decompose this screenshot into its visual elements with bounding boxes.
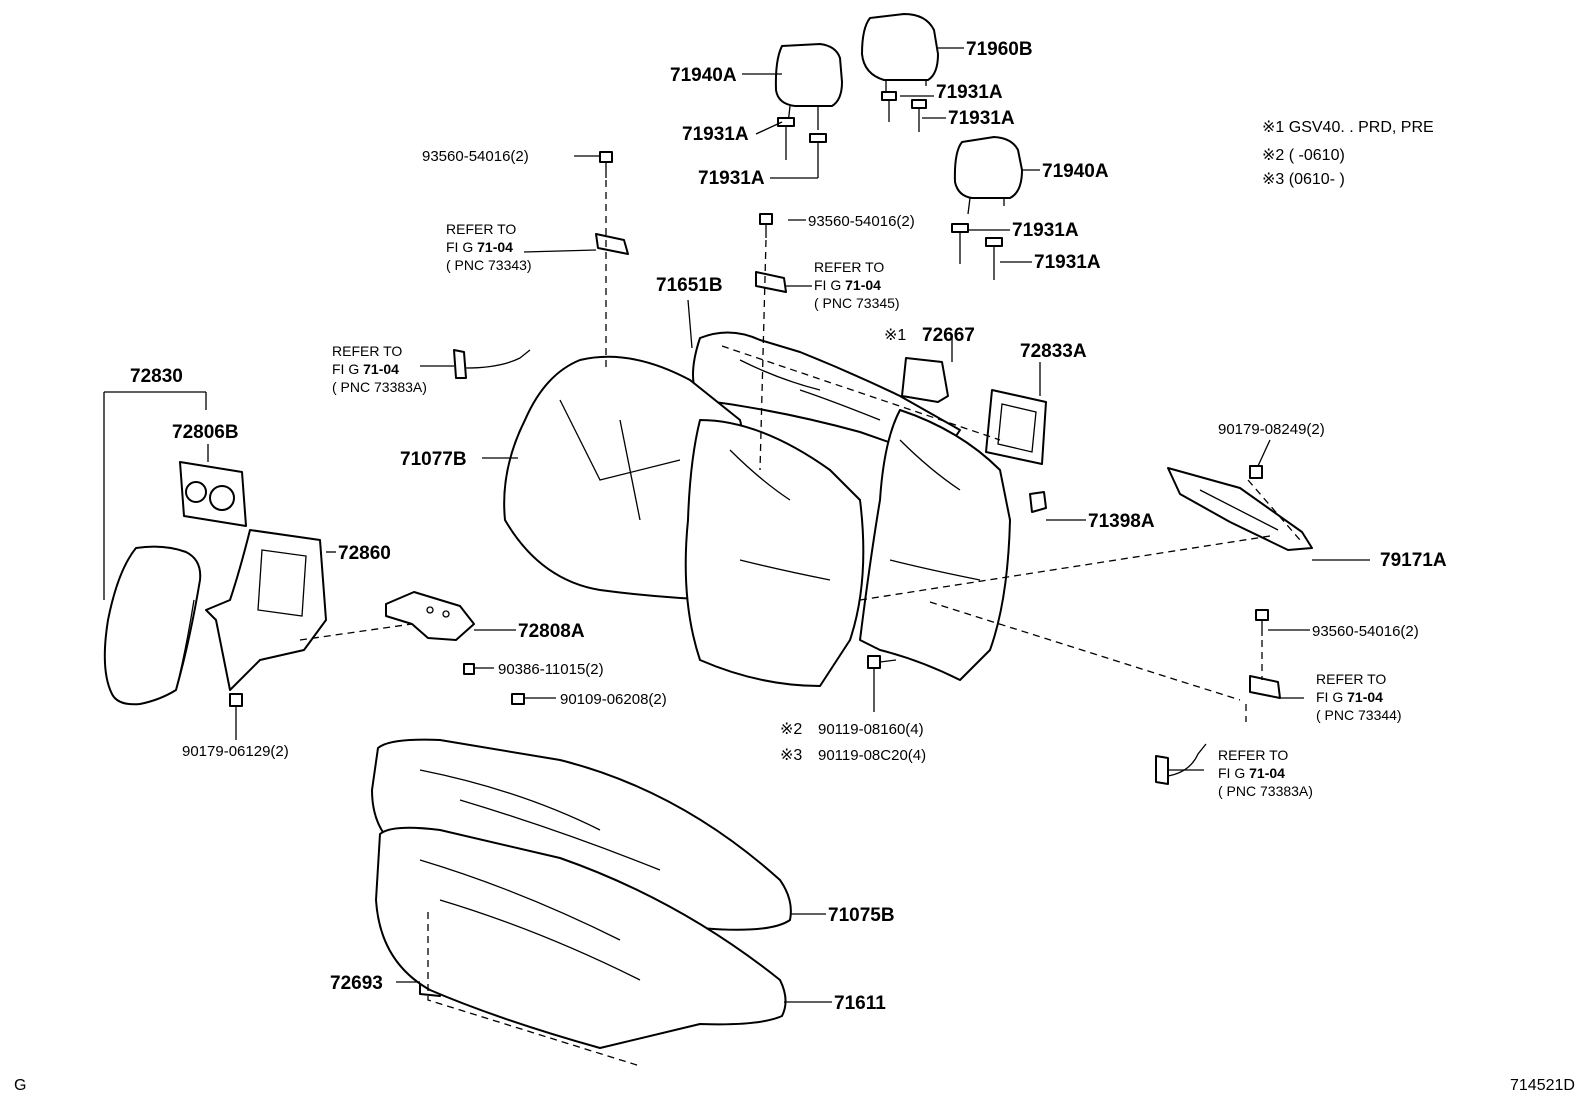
label-71940A-right: 71940A: [1042, 161, 1109, 182]
label-90179-08249: 90179-08249(2): [1218, 421, 1325, 438]
label-71931A-6: 71931A: [1034, 252, 1101, 273]
svg-text:FI G 71-04: FI G 71-04: [446, 239, 513, 255]
svg-text:( PNC 73344): ( PNC 73344): [1316, 707, 1402, 723]
bracket-73344[interactable]: [1249, 675, 1281, 699]
svg-text:FI G 71-04: FI G 71-04: [814, 277, 881, 293]
label-90386: 90386-11015(2): [498, 661, 604, 678]
armrest-frame-72860[interactable]: [205, 529, 327, 691]
label-71651B: 71651B: [656, 275, 723, 296]
seatback-center[interactable]: [684, 419, 865, 687]
headrest-71940A-right[interactable]: [953, 136, 1023, 215]
mark-2: ※2: [780, 721, 802, 738]
seatbelt-guide-79171A[interactable]: [1167, 467, 1313, 551]
label-90119-08160: 90119-08160(4): [818, 721, 924, 738]
headrest-guide-6[interactable]: [985, 237, 1003, 280]
label-72830: 72830: [130, 366, 183, 387]
label-90109: 90109-06208(2): [560, 691, 667, 708]
label-72806B: 72806B: [172, 422, 239, 443]
label-71931A-4: 71931A: [698, 168, 765, 189]
headrest-71960B[interactable]: [861, 13, 939, 94]
bolt-93560-mid[interactable]: [759, 213, 773, 238]
label-93560-right: 93560-54016(2): [1312, 623, 1419, 640]
refer-to-73343: REFER TO FI G 71-04 ( PNC 73343): [446, 221, 532, 273]
label-90119-08C20: 90119-08C20(4): [818, 747, 926, 764]
headrest-guide-3[interactable]: [881, 91, 897, 122]
bracket-73343[interactable]: [595, 233, 629, 255]
svg-text:※3 (0610- ): ※3 (0610- ): [1262, 171, 1345, 188]
harness-73383A-right[interactable]: [1155, 743, 1207, 785]
armrest-72830[interactable]: [103, 545, 202, 706]
label-71940A-top: 71940A: [670, 65, 737, 86]
svg-text:REFER TO: REFER TO: [332, 343, 402, 359]
headrest-71940A-top[interactable]: [774, 43, 843, 130]
headrest-guide-2[interactable]: [809, 133, 827, 178]
armrest-hinge-72808A[interactable]: [385, 591, 475, 641]
mark-1: ※1: [884, 327, 906, 344]
cup-holder-72806B[interactable]: [179, 461, 247, 527]
label-93560-top: 93560-54016(2): [422, 148, 529, 165]
svg-text:( PNC 73383A): ( PNC 73383A): [332, 379, 427, 395]
label-79171A: 79171A: [1380, 550, 1447, 571]
bolt-90119[interactable]: [867, 655, 897, 669]
label-72860: 72860: [338, 543, 391, 564]
svg-text:REFER TO: REFER TO: [814, 259, 884, 275]
label-72808A: 72808A: [518, 621, 585, 642]
svg-text:( PNC 73383A): ( PNC 73383A): [1218, 783, 1313, 799]
bolt-90386[interactable]: [463, 663, 475, 675]
footer-right: 714521D: [1510, 1077, 1575, 1094]
label-93560-mid: 93560-54016(2): [808, 213, 915, 230]
svg-text:REFER TO: REFER TO: [446, 221, 516, 237]
svg-text:FI G 71-04: FI G 71-04: [1218, 765, 1285, 781]
svg-text:※2 ( -0610): ※2 ( -0610): [1262, 147, 1345, 164]
clip-90179-08249[interactable]: [1249, 465, 1263, 479]
label-71611: 71611: [834, 993, 886, 1014]
bracket-73345[interactable]: [755, 271, 787, 293]
bezel-72833A[interactable]: [985, 389, 1047, 465]
harness-73383A-left[interactable]: [453, 349, 531, 379]
refer-to-73383A-right: REFER TO FI G 71-04 ( PNC 73383A): [1218, 747, 1313, 799]
label-71931A-5: 71931A: [1012, 220, 1079, 241]
label-71960B: 71960B: [966, 39, 1033, 60]
label-71931A-3: 71931A: [682, 124, 749, 145]
headrest-guide-1[interactable]: [777, 117, 795, 160]
trim-panel-72667[interactable]: [901, 357, 949, 403]
label-71931A-1: 71931A: [936, 82, 1003, 103]
footer-left: G: [14, 1077, 26, 1094]
refer-to-73345: REFER TO FI G 71-04 ( PNC 73345): [814, 259, 900, 311]
label-71931A-2: 71931A: [948, 108, 1015, 129]
notes-legend: ※1 GSV40. . PRD, PRE ※2 ( -0610) ※3 (061…: [1262, 119, 1434, 188]
mark-3: ※3: [780, 747, 802, 764]
headrest-guide-4[interactable]: [911, 99, 927, 132]
nut-90179-06129[interactable]: [229, 693, 243, 707]
refer-to-73344: REFER TO FI G 71-04 ( PNC 73344): [1316, 671, 1402, 723]
bolt-93560-right[interactable]: [1255, 609, 1269, 636]
cover-71398A[interactable]: [1029, 491, 1047, 513]
label-90179-06129: 90179-06129(2): [182, 743, 289, 760]
svg-text:( PNC 73343): ( PNC 73343): [446, 257, 532, 273]
label-71398A: 71398A: [1088, 511, 1155, 532]
svg-text:REFER TO: REFER TO: [1316, 671, 1386, 687]
cushion-pad-71611[interactable]: [375, 826, 787, 1049]
svg-text:FI G 71-04: FI G 71-04: [1316, 689, 1383, 705]
label-72667: 72667: [922, 325, 975, 346]
label-72833A: 72833A: [1020, 341, 1087, 362]
svg-text:REFER TO: REFER TO: [1218, 747, 1288, 763]
headrest-guide-5[interactable]: [951, 223, 969, 264]
label-72693: 72693: [330, 973, 383, 994]
label-71077B: 71077B: [400, 449, 467, 470]
bolt-90109[interactable]: [511, 693, 525, 705]
bolt-93560-top[interactable]: [599, 151, 613, 178]
svg-text:FI G 71-04: FI G 71-04: [332, 361, 399, 377]
seatback-right[interactable]: [859, 409, 1011, 681]
refer-to-73383A-left: REFER TO FI G 71-04 ( PNC 73383A): [332, 343, 427, 395]
svg-text:( PNC 73345): ( PNC 73345): [814, 295, 900, 311]
label-71075B: 71075B: [828, 905, 895, 926]
svg-text:※1 GSV40. . PRD, PRE: ※1 GSV40. . PRD, PRE: [1262, 119, 1434, 136]
